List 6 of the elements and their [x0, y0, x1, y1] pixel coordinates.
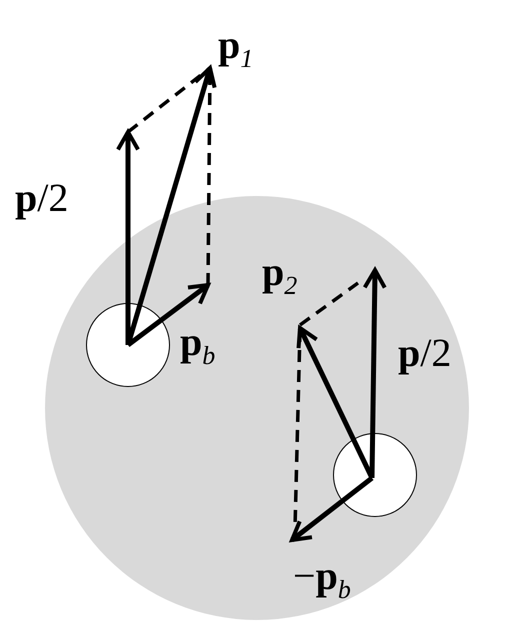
vector-label: p/2 — [398, 333, 452, 373]
vector-label: p/2 — [15, 178, 68, 218]
vector-label: p$_{2}$ — [262, 252, 298, 299]
vector-label: −p$_{b}$ — [293, 556, 351, 603]
vector-label: p$_{b}$ — [180, 322, 216, 369]
vector-label: p$_{1}$ — [218, 25, 254, 72]
